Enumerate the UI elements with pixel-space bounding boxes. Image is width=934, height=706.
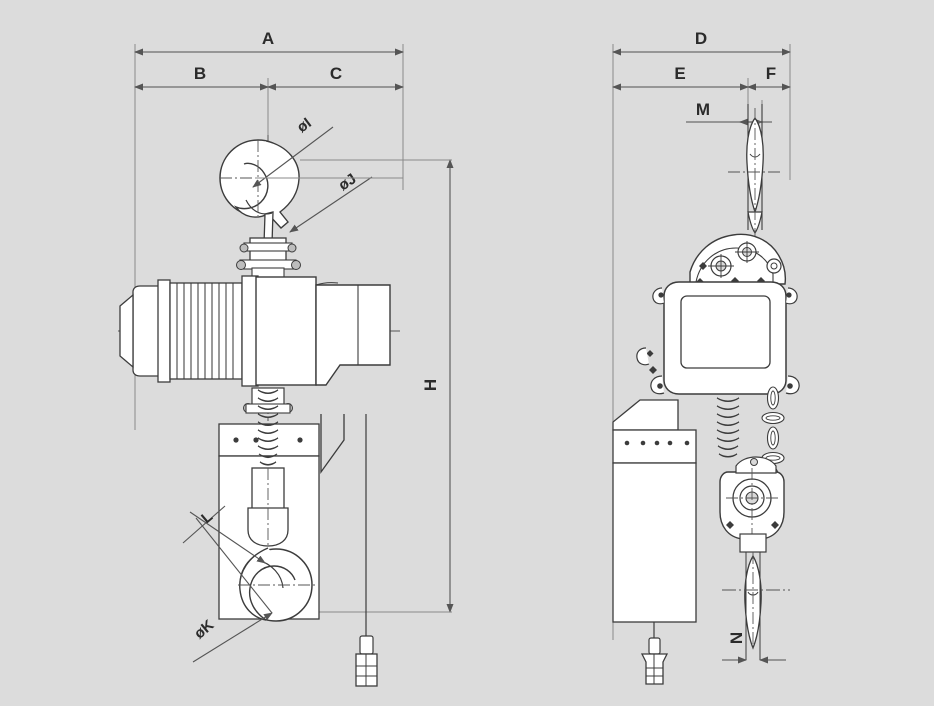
- upper-cover-bosses: [708, 241, 782, 278]
- chain-container-bolt-1: [233, 437, 239, 443]
- top-hook-body: [234, 140, 300, 229]
- dimension-E: E: [612, 64, 749, 91]
- dimension-D: D: [612, 29, 791, 56]
- lug-bolt-right-lower: [291, 260, 301, 270]
- bottom-hook-body: [239, 547, 296, 621]
- dimension-label-A: A: [262, 29, 274, 48]
- bottom-block-swivel: [247, 507, 289, 547]
- side-block-top-pin: [750, 458, 758, 466]
- chain-bag-collar: [612, 429, 697, 464]
- dimension-A: A: [134, 29, 404, 56]
- bottom-hook: [238, 547, 316, 622]
- side-pendant-control: [640, 622, 669, 685]
- dimension-label-M: M: [696, 100, 710, 119]
- dimension-label-D: D: [695, 29, 707, 48]
- bottom-hook-block: [247, 467, 289, 547]
- dimension-label-H: H: [421, 379, 440, 391]
- leader-dia-J: øJ: [289, 170, 373, 233]
- leader-line-J: [289, 176, 373, 233]
- dimension-label-E: E: [674, 64, 685, 83]
- hoist-body-left-lug: [636, 347, 650, 366]
- leader-line-L: [189, 511, 266, 564]
- dimension-label-dia-J: øJ: [335, 170, 359, 194]
- dimension-label-C: C: [330, 64, 342, 83]
- motor-end-cone: [119, 293, 134, 369]
- side-bottom-hook: [722, 552, 790, 660]
- side-top-hook: [728, 104, 782, 236]
- side-block-diamond-bolts: [726, 521, 779, 529]
- hoist-body-corner-lugs: [650, 287, 800, 395]
- motor-fan-cap: [132, 285, 161, 377]
- leader-line-I: [252, 126, 334, 188]
- load-chain-upper: [257, 389, 279, 466]
- leader-line-L-tick: [182, 505, 226, 544]
- pendant-strain-relief: [359, 635, 374, 655]
- break-symbol: [320, 414, 345, 475]
- chain-container-bolt-2: [253, 437, 259, 443]
- motor-flange: [157, 279, 171, 383]
- front-view: A B C H: [118, 29, 454, 687]
- chain-bag-body: [612, 462, 697, 623]
- gearbox-top-edge: [315, 282, 339, 286]
- dimension-B: B: [134, 64, 269, 91]
- lower-bracket-plate: [251, 387, 285, 407]
- side-load-chain-coiled: [716, 397, 740, 458]
- motor-cooling-fins: [176, 283, 234, 379]
- dimension-label-N: N: [727, 632, 746, 644]
- dimension-N: N: [722, 632, 786, 664]
- dimension-label-B: B: [194, 64, 206, 83]
- dimension-F: F: [747, 64, 791, 91]
- dimension-label-F: F: [766, 64, 776, 83]
- side-view: D E F M: [612, 29, 800, 685]
- gearbox-rear-cover: [315, 284, 391, 386]
- leader-line-K: [192, 612, 273, 663]
- top-hook-latch: [245, 199, 273, 215]
- hoist-body: [636, 281, 800, 395]
- lug-bolt-left-upper: [239, 243, 249, 253]
- gearbox-housing: [255, 276, 391, 386]
- dimension-C: C: [267, 64, 404, 91]
- chain-bag-collar-bolts: [624, 440, 690, 446]
- lug-bolt-left-lower: [236, 260, 246, 270]
- chain-container-bolt-3: [297, 437, 303, 443]
- hoist-body-side-bosses: [646, 350, 657, 374]
- motor-fin-block: [169, 282, 243, 380]
- lug-pin-upper: [243, 242, 293, 252]
- leader-line-K-diag: [195, 517, 273, 614]
- pendant-control: [355, 635, 378, 687]
- break-line: [320, 414, 345, 475]
- dimension-H: H: [300, 159, 454, 613]
- motor-housing: [119, 275, 259, 387]
- hoist-body-cover-plate: [680, 295, 771, 369]
- dimension-M: M: [686, 100, 772, 126]
- gearbox-body: [255, 276, 317, 386]
- side-block-swivel-nut: [739, 533, 767, 553]
- suspension-lug: [236, 237, 301, 279]
- lug-bolt-right-upper: [287, 243, 297, 253]
- limit-switch-cover: [689, 233, 787, 285]
- chain-bag: [612, 399, 697, 623]
- side-pendant-strain-relief: [648, 637, 661, 655]
